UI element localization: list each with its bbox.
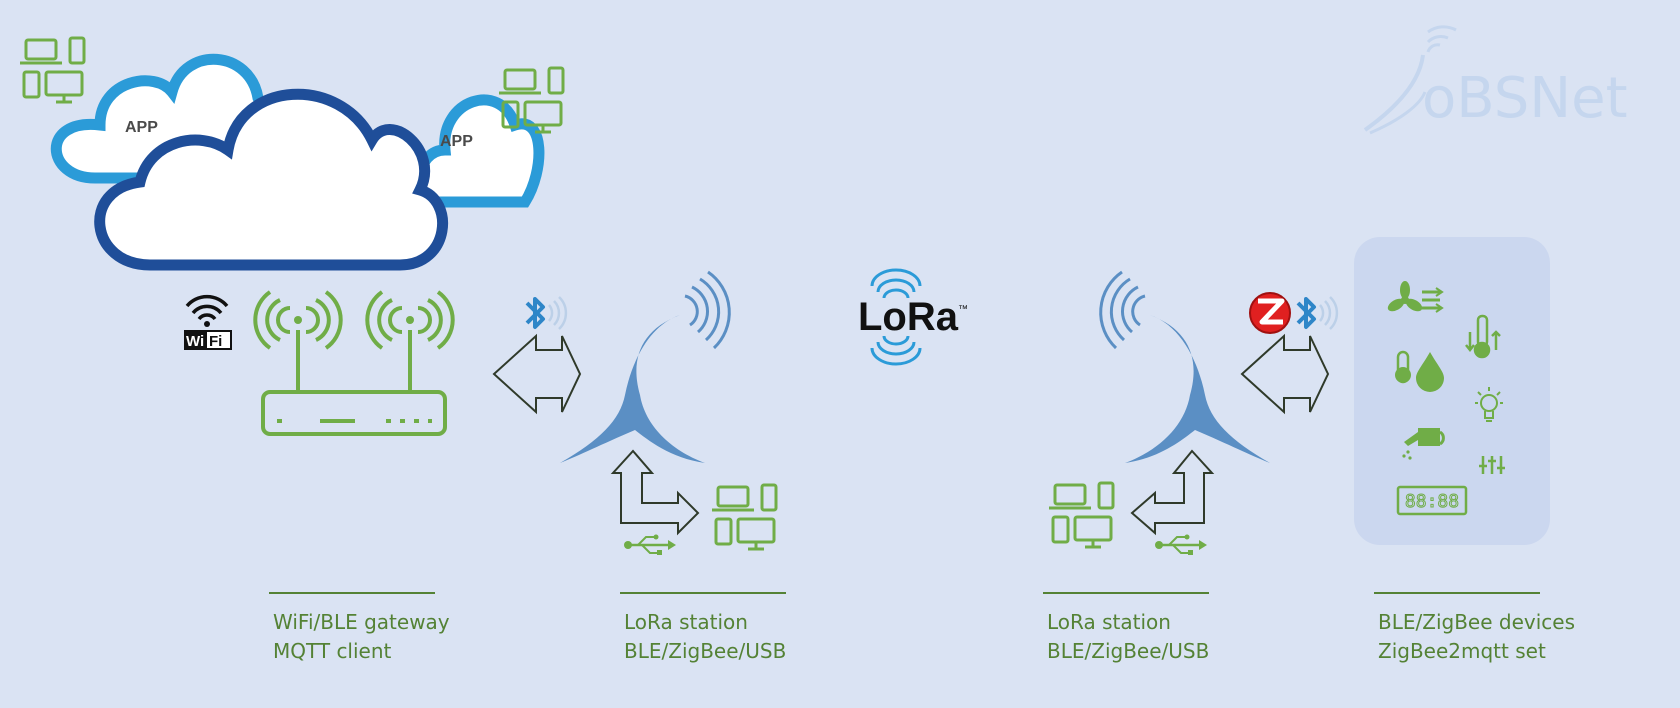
label-gateway: WiFi/BLE gateway MQTT client xyxy=(269,592,450,666)
svg-text:88:88: 88:88 xyxy=(1405,491,1459,512)
devices-icon xyxy=(1047,481,1115,549)
app-label-right: APP xyxy=(440,133,473,150)
cloud-right xyxy=(413,94,545,208)
cloud-main xyxy=(94,88,448,271)
label-underline xyxy=(1374,592,1540,594)
label-underline xyxy=(620,592,786,594)
wifi-logo: Wi Fi xyxy=(184,294,232,350)
thermometer-icon xyxy=(1465,314,1501,359)
app-label-left: APP xyxy=(125,119,158,136)
label-underline xyxy=(1043,592,1209,594)
svg-text:LoRa: LoRa xyxy=(858,295,959,339)
svg-text:Wi: Wi xyxy=(186,333,204,350)
devices-panel: 88:88 xyxy=(1354,237,1550,545)
obsnet-logo: oBSNet xyxy=(1363,25,1628,135)
light-bulb-icon xyxy=(1475,387,1503,422)
lora-logo: LoRa ™ xyxy=(858,268,968,366)
label-lora-station-right: LoRa station BLE/ZigBee/USB xyxy=(1043,592,1209,666)
usb-icon xyxy=(1153,533,1209,557)
devices-icon xyxy=(18,36,86,104)
svg-text:oBSNet: oBSNet xyxy=(1422,66,1628,131)
bent-arrow-icon xyxy=(610,449,700,536)
temperature-humidity-icon xyxy=(1395,350,1444,392)
bent-arrow-icon xyxy=(1130,449,1215,536)
watering-can-icon xyxy=(1402,428,1445,460)
sliders-icon xyxy=(1479,456,1505,474)
fan-icon xyxy=(1387,281,1444,313)
usb-icon xyxy=(622,533,678,557)
svg-text:™: ™ xyxy=(958,304,968,315)
double-arrow-icon xyxy=(493,335,581,413)
svg-text:Fi: Fi xyxy=(209,333,222,350)
lora-antenna-right xyxy=(1099,270,1270,463)
bluetooth-icon xyxy=(1296,295,1339,331)
zigbee-icon xyxy=(1249,292,1291,334)
label-underline xyxy=(269,592,435,594)
devices-icon xyxy=(710,483,778,551)
label-lora-station-left: LoRa station BLE/ZigBee/USB xyxy=(620,592,786,666)
label-devices: BLE/ZigBee devices ZigBee2mqtt set xyxy=(1374,592,1575,666)
router-icon xyxy=(253,290,455,436)
seven-segment-display-icon: 88:88 xyxy=(1396,485,1468,516)
lora-antenna-left xyxy=(560,270,731,463)
double-arrow-icon xyxy=(1241,335,1329,413)
bluetooth-icon xyxy=(525,295,568,331)
